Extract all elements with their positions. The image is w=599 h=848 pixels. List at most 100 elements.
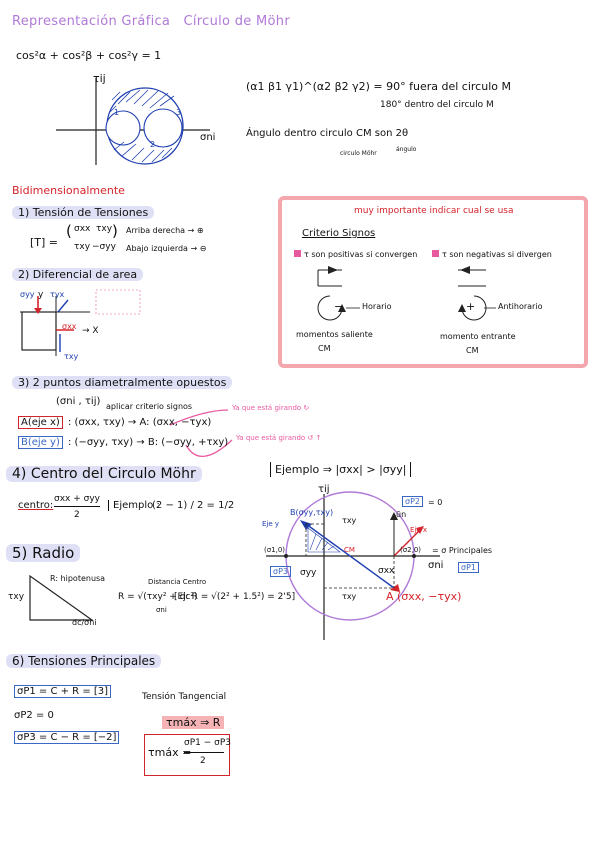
distance-centre-label: Distancia Centro	[148, 578, 207, 586]
mohr-point-a: A (σxx, −τyx)	[386, 590, 462, 603]
tau-max-fraction-bar	[184, 752, 224, 753]
criterio-positive: τ son positivas si convergen	[294, 250, 417, 259]
mohr-txy-top: τxy	[342, 516, 357, 525]
intro-note-line2: 180° dentro del circulo M	[380, 100, 494, 110]
matrix-m11: σxx	[74, 224, 91, 234]
matrix-m12: τxy	[96, 224, 113, 234]
point-criterion-note: aplicar criterio signos	[106, 402, 193, 411]
arrangement-note-2: Abajo izquierda → ⊖	[126, 244, 207, 253]
mohr-left-point: (σ1,0)	[264, 546, 286, 554]
point-b-expr: : (−σyy, τxy) → B: (−σyy, +τxy)	[68, 437, 229, 448]
hipotenusa-label: R: hipotenusa	[50, 574, 106, 583]
differential-element-sketch	[20, 289, 141, 356]
radio-example: [Ej: R = √(2² + 1.5²) = 2'5]	[174, 592, 296, 602]
diff-y: y	[38, 290, 44, 300]
principal-1: σP1 = C + R = [3]	[14, 685, 112, 698]
intro-axis-tau: τij	[93, 72, 106, 85]
criterio-plus: +	[466, 300, 476, 313]
main-mohr-circle	[266, 491, 440, 640]
criterio-horario: Horario	[362, 302, 392, 311]
criterio-left-moment: momentos saliente	[296, 330, 373, 339]
section-1-heading: 1) Tensión de Tensiones	[12, 206, 155, 219]
tau-max-numerator: σP1 − σP3	[184, 738, 231, 748]
intro-mohr-sketch	[56, 78, 210, 165]
intro-note-sub1: circulo Möhr	[340, 150, 377, 157]
criterio-signos-box	[278, 196, 588, 368]
diff-sigma-xx: σxx	[62, 322, 77, 331]
principal-3: σP3 = C − R = [−2]	[14, 731, 120, 744]
matrix-left-paren: (	[66, 222, 72, 240]
centro-label: centro:	[18, 500, 54, 511]
triangle-tau-label: τxy	[8, 592, 25, 602]
section-5-heading: 5) Radio	[6, 544, 81, 562]
intro-axis-sigma: σni	[200, 132, 216, 143]
centro-numerator: σxx + σyy	[54, 494, 100, 504]
mohr-point-b: B(σyy,τxy)	[290, 508, 334, 517]
mohr-sigma-axis: σni	[428, 560, 444, 571]
mohr-u-label: ūn	[396, 510, 407, 519]
bullet-icon	[432, 250, 439, 257]
section-3-heading: 3) 2 puntos diametralmente opuestos	[12, 376, 233, 389]
pink-note-1: Ya que está girando ↻	[232, 404, 310, 412]
mohr-eje-y: Eje y	[262, 520, 280, 528]
centro-fraction-bar	[54, 506, 100, 507]
mohr-txy-bottom: τxy	[342, 592, 357, 601]
criterio-right-cm: CM	[466, 346, 479, 355]
section-2-heading: 2) Diferencial de area	[12, 268, 144, 281]
mohr-tau-axis: τij	[318, 484, 330, 495]
point-a-label: A(eje x)	[18, 416, 63, 429]
diff-tau-yx: τyx	[50, 290, 65, 299]
mohr-syy: σyy	[300, 568, 317, 578]
radio-sub: σni	[156, 606, 167, 614]
tangential-title: Tensión Tangencial	[142, 692, 227, 702]
section-4-heading: 4) Centro del Circulo Möhr	[6, 466, 202, 482]
intro-note-sub2: ángulo	[396, 146, 417, 153]
intro-note-line3: Ángulo dentro circulo CM son 2θ	[246, 128, 409, 139]
criterio-right-moment: momento entrante	[440, 332, 516, 341]
tau-max-formula-box	[144, 734, 230, 776]
mohr-right-point: (σ2,0)	[400, 546, 422, 554]
point-a-expr: : (σxx, τxy) → A: (σxx, −τyx)	[68, 417, 212, 428]
mohr-sxx: σxx	[378, 566, 395, 576]
arrangement-note-1: Arriba derecha → ⊕	[126, 226, 204, 235]
triangle-dc-label: dc/σni	[72, 618, 97, 627]
section-6-heading: 6) Tensiones Principales	[6, 654, 162, 668]
mohr-sp3-box: σP3	[270, 566, 291, 577]
matrix-m21: τxy	[74, 242, 91, 252]
criterio-negative: τ son negativas si divergen	[432, 250, 552, 259]
intro-note-line1: (α1 β1 γ1)^(α2 β2 γ2) = 90° fuera del ci…	[246, 80, 511, 93]
bullet-icon	[294, 250, 301, 257]
criterio-banner: muy importante indicar cual se usa	[354, 206, 514, 216]
diff-tau-xy: τxy	[64, 352, 79, 361]
matrix-label: [T] =	[30, 236, 59, 249]
diff-sigma-yy: σyy	[20, 290, 35, 299]
mohr-sp2-box: σP2	[402, 496, 423, 507]
principal-2: σP2 = 0	[14, 710, 54, 721]
bidim-heading: Bidimensionalmente	[12, 184, 125, 197]
criterio-title: Criterio Signos	[302, 228, 376, 239]
pink-note-arrows	[169, 409, 233, 457]
pink-note-2: Ya que está girando ↺ ↑	[236, 434, 322, 442]
mohr-cm-label: CM	[344, 546, 355, 554]
radius-triangle	[29, 574, 94, 621]
matrix-right-paren: )	[112, 222, 118, 240]
intro-band-3: 3	[176, 108, 182, 117]
mohr-sp1-box: σP1	[458, 562, 479, 573]
tau-max-equals-r: τmáx ⇒ R	[162, 716, 225, 729]
criterio-antihorario: Antihorario	[498, 302, 543, 311]
matrix-m22: −σyy	[92, 242, 116, 252]
direction-cosine-formula: cos²α + cos²β + cos²γ = 1	[16, 49, 162, 62]
mohr-principales: = σ Principales	[432, 546, 493, 555]
criterio-minus: −	[334, 300, 344, 313]
point-pair: (σni , τij)	[56, 396, 101, 407]
diff-x-axis: → X	[82, 326, 99, 336]
intro-band-1: 1	[114, 108, 120, 117]
tau-max-denominator: 2	[200, 756, 206, 766]
centro-example-expr: (2 − 1) / 2 = 1/2	[152, 500, 235, 511]
mohr-example-title: Ejemplo ⇒ |σxx| > |σyy|	[270, 462, 412, 477]
tau-max-formula-left: τmáx =	[148, 746, 192, 759]
criterio-left-cm: CM	[318, 344, 331, 353]
centro-denominator: 2	[74, 510, 80, 520]
intro-band-2: 2	[150, 140, 156, 149]
